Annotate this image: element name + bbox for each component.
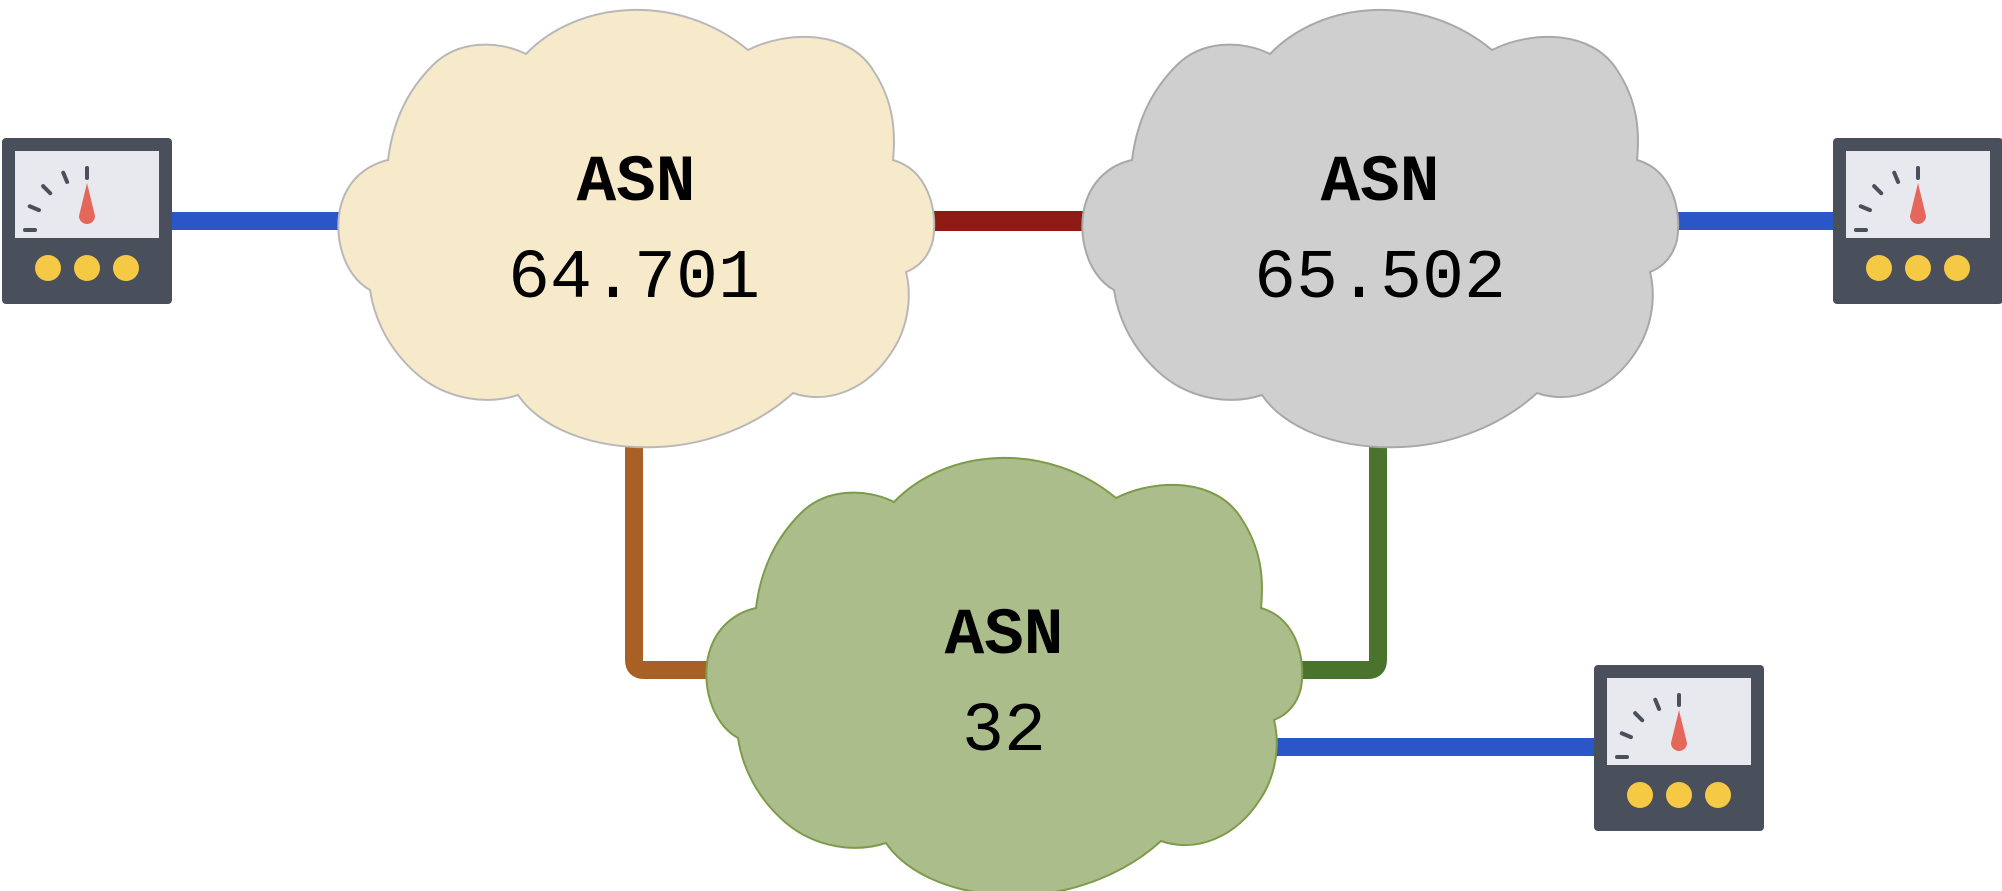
- meter-bottom[interactable]: [1594, 665, 1764, 831]
- meter-right[interactable]: [1833, 138, 2002, 304]
- cloud-asn-65502[interactable]: ASN 65.502: [1081, 8, 1680, 449]
- meter-tick: [1619, 774, 1633, 783]
- meter-tick: [61, 170, 70, 184]
- meter-tick: [1633, 711, 1645, 723]
- meter-button: [1627, 782, 1653, 808]
- meter-needle: [1910, 183, 1926, 224]
- asn-65502-title: ASN: [1321, 145, 1440, 220]
- asn-32-title: ASN: [945, 598, 1064, 673]
- gauge-meter-icon: [2, 138, 172, 304]
- meter-needle: [79, 183, 95, 224]
- asn-32-number: 32: [962, 693, 1046, 772]
- meter-tick: [27, 247, 41, 256]
- meter-button: [74, 255, 100, 281]
- meter-button: [1666, 782, 1692, 808]
- meter-tick: [1872, 184, 1884, 196]
- link-asn-64701-to-asn-32: [625, 435, 720, 679]
- asn-64701-title: ASN: [577, 145, 696, 220]
- meter-tick: [1858, 247, 1872, 256]
- meter-button: [113, 255, 139, 281]
- meter-tick: [1619, 731, 1633, 740]
- link-asn-65502-to-asn-32: [1290, 435, 1387, 679]
- meter-button: [1905, 255, 1931, 281]
- cloud-asn-64701[interactable]: ASN 64.701: [337, 8, 936, 449]
- meter-button: [1705, 782, 1731, 808]
- meter-button: [1944, 255, 1970, 281]
- meter-tick: [41, 184, 53, 196]
- meter-tick: [1653, 697, 1662, 711]
- meter-tick: [27, 204, 41, 213]
- meter-button: [35, 255, 61, 281]
- gauge-meter-icon: [1594, 665, 1764, 831]
- meter-left[interactable]: [2, 138, 172, 304]
- meter-tick: [1858, 204, 1872, 213]
- gauge-meter-icon: [1833, 138, 2002, 304]
- asn-65502-number: 65.502: [1254, 240, 1506, 319]
- meter-button: [1866, 255, 1892, 281]
- meter-tick: [1892, 170, 1901, 184]
- meter-needle: [1671, 710, 1687, 751]
- asn-64701-number: 64.701: [508, 240, 760, 319]
- links: [170, 211, 1840, 756]
- cloud-asn-32[interactable]: ASN 32: [705, 456, 1304, 891]
